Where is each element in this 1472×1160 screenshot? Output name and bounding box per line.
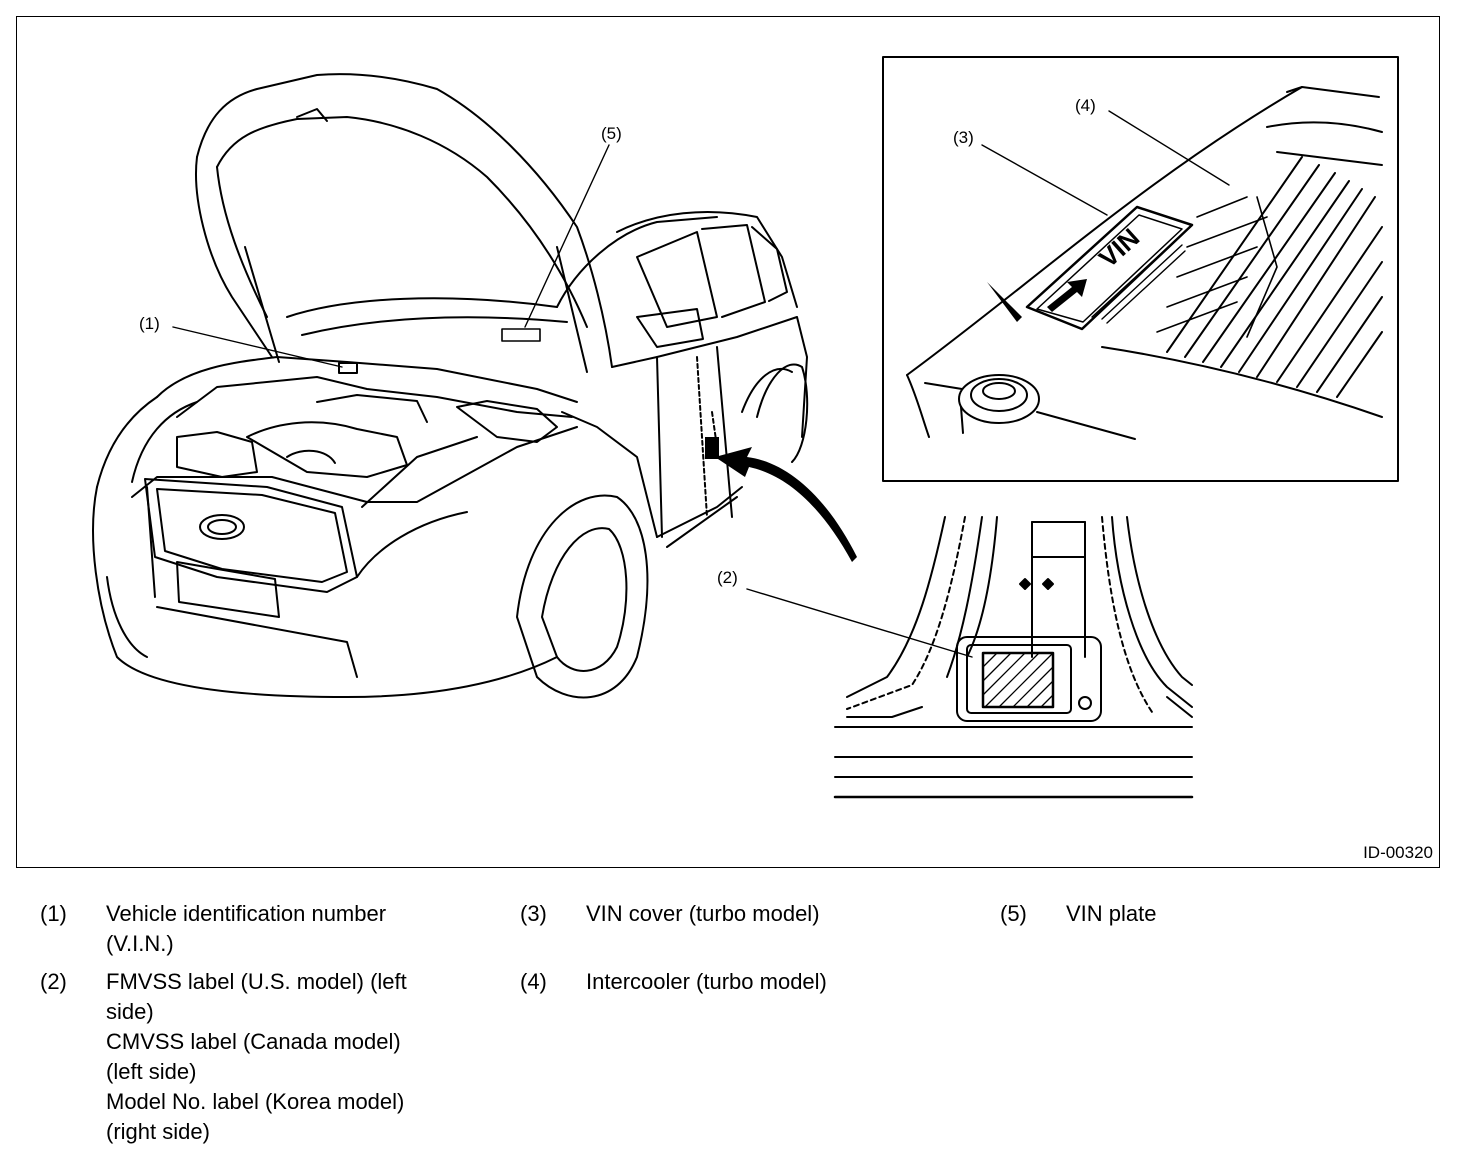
legend-number: (1) [40, 901, 67, 926]
pointer-arrow [715, 447, 857, 562]
figure-frame: VIN [16, 16, 1440, 868]
legend-line: (V.I.N.) [106, 931, 174, 956]
legend-text: Vehicle identification number (V.I.N.) [106, 899, 386, 959]
car-illustration [92, 73, 809, 699]
legend-line: CMVSS label (Canada model) [106, 1029, 401, 1054]
legend-line: (right side) [106, 1119, 210, 1144]
legend-text: VIN cover (turbo model) [586, 899, 820, 929]
callout-3: (3) [953, 128, 974, 147]
vehicle-diagram: VIN [92, 56, 1399, 799]
legend-text: Intercooler (turbo model) [586, 967, 827, 997]
legend-line: VIN plate [1066, 901, 1157, 926]
legend-text: FMVSS label (U.S. model) (left side) CMV… [106, 967, 407, 1147]
legend-line: side) [106, 999, 154, 1024]
legend-line: (left side) [106, 1059, 197, 1084]
callout-1: (1) [139, 314, 160, 333]
callout-5: (5) [601, 124, 622, 143]
legend-line: Model No. label (Korea model) [106, 1089, 405, 1114]
inset-vin-cover: VIN [882, 56, 1399, 482]
inset-pillar-label [833, 516, 1194, 799]
callout-labels: (1) (5) (2) (3) (4) [139, 96, 1096, 587]
callout-4: (4) [1075, 96, 1096, 115]
leader-lines [172, 110, 1230, 658]
figure-id-label: ID-00320 [1363, 843, 1433, 862]
legend-number: (2) [40, 969, 67, 994]
legend-number: (4) [520, 969, 547, 994]
legend-line: Intercooler (turbo model) [586, 969, 827, 994]
legend-text: VIN plate [1066, 899, 1157, 929]
callout-2: (2) [717, 568, 738, 587]
legend-line: Vehicle identification number [106, 901, 387, 926]
vin-cover-text: VIN [1093, 222, 1145, 273]
legend-number: (5) [1000, 901, 1027, 926]
legend-line: VIN cover (turbo model) [586, 901, 820, 926]
legend-number: (3) [520, 901, 547, 926]
legend-line: FMVSS label (U.S. model) (left [106, 969, 407, 994]
